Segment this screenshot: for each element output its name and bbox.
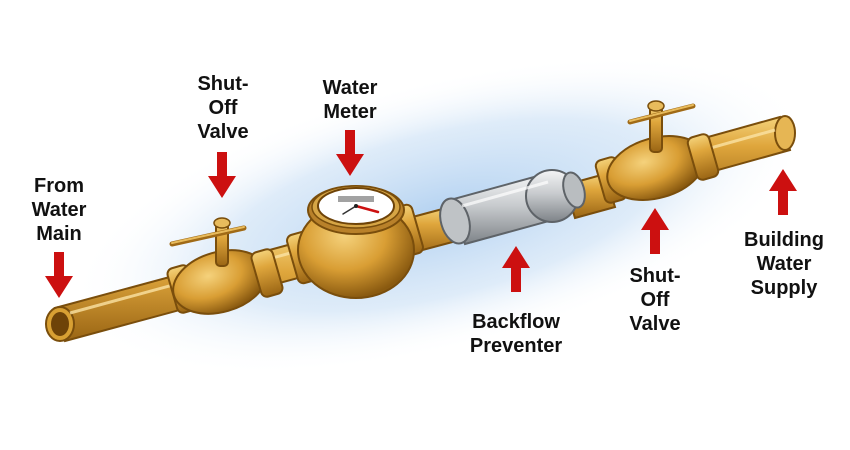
arrow-shutoff-right [641,208,669,254]
arrow-building [769,169,797,215]
label-from-water-main: From Water Main [31,175,87,245]
arrow-shutoff-left [208,152,236,198]
label-water-meter: Water Meter [322,77,378,123]
left-shutoff-valve [166,217,284,315]
label-backflow-preventer: Backflow Preventer [469,311,563,357]
right-shutoff-valve [594,100,720,204]
label-shutoff-valve-left: Shut- Off Valve [197,73,249,143]
arrow-meter [336,130,364,176]
label-building-water-supply: Building Water Supply [744,229,824,299]
water-meter [286,185,424,299]
label-shutoff-valve-right: Shut- Off Valve [629,265,681,335]
arrow-water-main [45,252,73,298]
backflow-preventer [439,169,586,246]
arrow-backflow [502,246,530,292]
